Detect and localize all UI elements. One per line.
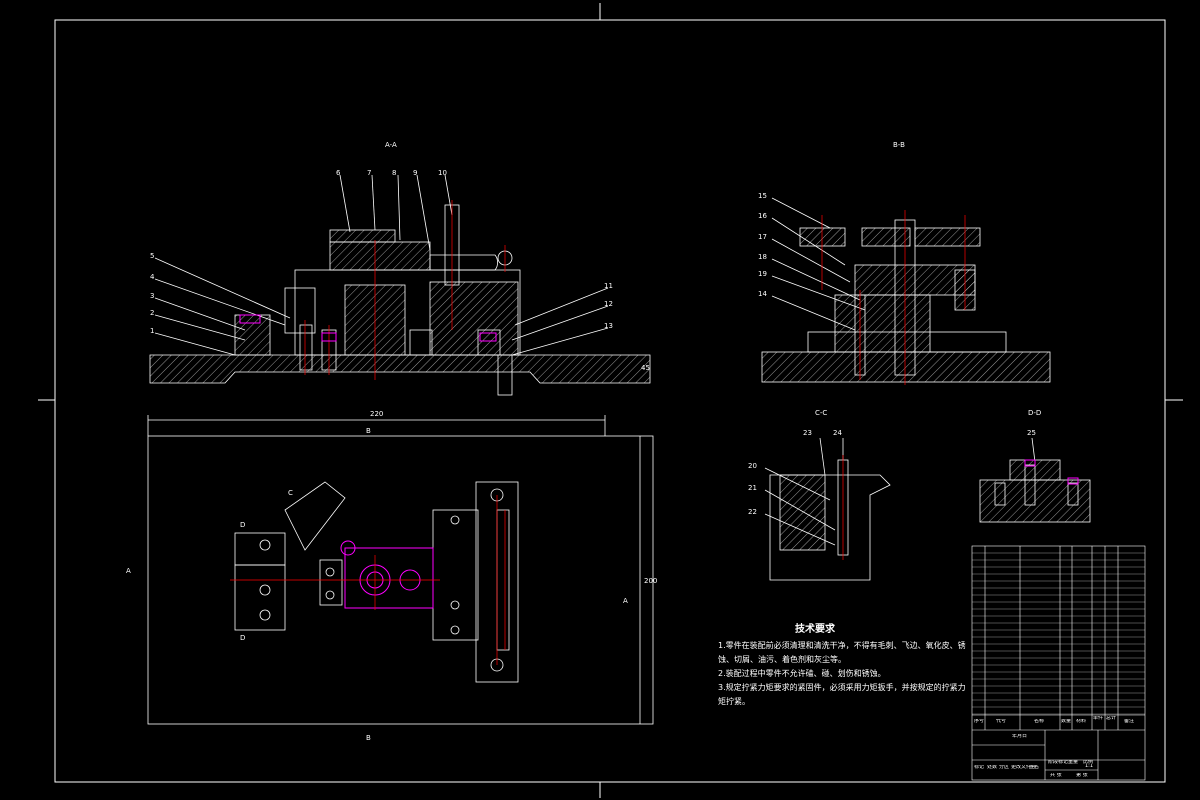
callout-aa: 1 <box>150 327 155 335</box>
parts-header-cell: 代号 <box>996 719 1007 724</box>
section-bb-title: B-B <box>893 141 905 149</box>
section-aa-title: A-A <box>385 141 397 149</box>
section-mark-b: B <box>366 427 371 435</box>
title-block-label: 签名 <box>1029 765 1040 770</box>
callout-aa: 3 <box>150 292 155 300</box>
title-block-label: 阶段标记 <box>1048 760 1069 765</box>
callout-cc: 22 <box>748 508 757 516</box>
title-block-label: 分区 <box>999 765 1010 770</box>
tech-requirement-line: 3.规定拧紧力矩要求的紧固件，必须采用力矩扳手，并按规定的拧紧力 <box>718 683 966 692</box>
callout-bb: 17 <box>758 233 767 241</box>
parts-header-cell: 名称 <box>1034 719 1045 724</box>
callout-aa: 8 <box>392 169 397 177</box>
callout-cc: 24 <box>833 429 842 437</box>
dimension-height: 200 <box>644 577 658 585</box>
callout-cc: 21 <box>748 484 757 492</box>
title-block-label: 重量 <box>1068 760 1079 765</box>
drawing-frame <box>38 3 1183 798</box>
parts-header-cell: 数量 <box>1061 719 1072 724</box>
section-dd-view <box>979 437 1091 523</box>
tech-requirement-line: 2.装配过程中零件不允许磕、碰、划伤和锈蚀。 <box>718 669 886 678</box>
callout-aa: 11 <box>604 282 613 290</box>
title-block-label: 第 张 <box>1076 773 1088 778</box>
section-mark-d: D <box>240 521 246 529</box>
title-block-scale: 1:1 <box>1085 764 1094 769</box>
title-block-label: 标记 <box>974 765 985 770</box>
callout-aa: 12 <box>604 300 613 308</box>
parts-header-cell: 单件 <box>1093 716 1104 721</box>
title-block-label: 更改文件号 <box>1011 765 1037 770</box>
section-cc-title: C-C <box>815 409 828 417</box>
section-aa-view <box>149 174 651 396</box>
dimension-side-height: 45 <box>641 364 650 372</box>
section-mark-a: A <box>126 567 131 575</box>
title-block-label: 处数 <box>987 765 998 770</box>
plan-centerlines <box>230 495 506 665</box>
callout-aa: 10 <box>438 169 447 177</box>
parts-header-cell: 材料 <box>1076 719 1087 724</box>
callout-aa: 9 <box>413 169 418 177</box>
parts-header-cell: 备注 <box>1124 719 1135 724</box>
parts-header-cell: 总计 <box>1106 716 1117 721</box>
section-cc-view <box>764 437 891 581</box>
callout-cc: 20 <box>748 462 757 470</box>
callout-aa: 2 <box>150 309 155 317</box>
plan-highlights <box>340 540 434 609</box>
dimension-overall-width: 220 <box>370 410 384 418</box>
title-block-label: 共 张 <box>1050 773 1062 778</box>
callout-aa: 5 <box>150 252 155 260</box>
tech-requirement-line: 1.零件在装配前必须清理和清洗干净，不得有毛刺、飞边、氧化皮、锈 <box>718 641 966 650</box>
title-block-grid <box>971 545 1146 781</box>
section-dd-title: D-D <box>1028 409 1042 417</box>
callout-bb: 15 <box>758 192 767 200</box>
parts-header-cell: 序号 <box>974 719 985 724</box>
parts-list-rows <box>972 552 1145 715</box>
section-mark-a: A <box>623 597 628 605</box>
section-dd-highlights <box>1024 459 1079 485</box>
section-bb-view <box>761 197 1051 383</box>
plan-view <box>147 415 654 725</box>
tech-requirements-title: 技术要求 <box>795 624 835 635</box>
section-bb-centerlines <box>821 210 966 385</box>
section-mark-b: B <box>366 734 371 742</box>
callout-bb: 18 <box>758 253 767 261</box>
callout-cc: 23 <box>803 429 812 437</box>
tech-requirement-line: 矩拧紧。 <box>718 697 750 706</box>
title-block-label: 比例 <box>1083 760 1094 765</box>
tech-requirement-line: 蚀、切屑、油污、着色剂和灰尘等。 <box>718 655 846 664</box>
section-mark-c: C <box>288 489 293 497</box>
callout-aa: 4 <box>150 273 155 281</box>
callout-bb: 19 <box>758 270 767 278</box>
callout-aa: 6 <box>336 169 341 177</box>
title-block-label: 年月日 <box>1012 734 1028 739</box>
callout-aa: 7 <box>367 169 372 177</box>
section-mark-d: D <box>240 634 246 642</box>
callout-bb: 16 <box>758 212 767 220</box>
section-aa-highlights <box>239 314 497 342</box>
callout-aa: 13 <box>604 322 613 330</box>
callout-dd: 25 <box>1027 429 1036 437</box>
callout-bb: 14 <box>758 290 767 298</box>
